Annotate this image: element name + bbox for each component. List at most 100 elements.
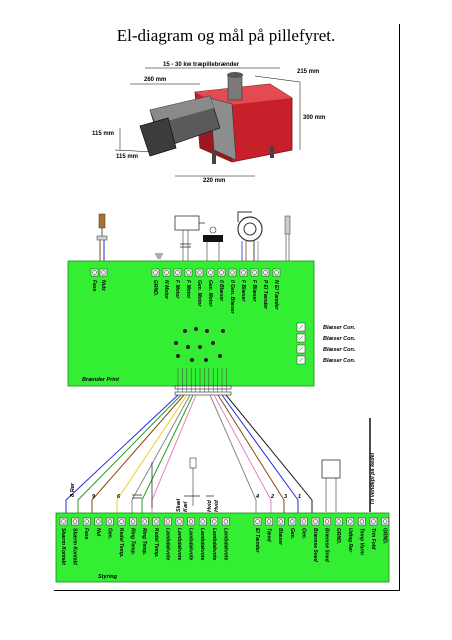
bottom-terminal-label-1: Skærm Kontakt [72, 528, 78, 565]
bottom-terminal-8 [152, 517, 161, 526]
bottom-terminal-label-20: Bræmse Sned [312, 528, 318, 563]
bottom-terminal-0 [59, 517, 68, 526]
igniter-icon [284, 215, 291, 235]
bottom-terminal-14 [222, 517, 230, 526]
blower-connector-2: Blæser Con. [296, 344, 356, 354]
bottom-board-label: Styring [98, 574, 118, 580]
top-terminal-label-4: Gen. Motor [196, 280, 202, 307]
top-terminal-6 [217, 268, 226, 277]
burner-illustration: 15 - 30 kw træpillebrænder 260 mm 215 mm… [92, 62, 325, 184]
dim-215: 215 mm [297, 69, 319, 75]
bottom-terminal-19 [300, 517, 308, 526]
top-terminal-label-7: 0 Gen. Blæser [229, 280, 235, 315]
bottom-terminal-label-26: GRND. [382, 528, 388, 544]
bottom-terminal-label-7: Ring Temp. [141, 528, 147, 555]
bottom-terminal-label-23: Udtag Rør [347, 528, 353, 553]
relay-icon [203, 235, 223, 242]
dim-220: 220 mm [203, 178, 225, 184]
bottom-terminal-11 [187, 517, 195, 526]
top-board-label: Brænder Print [82, 377, 120, 383]
dim-115-b: 115 mm [116, 154, 138, 160]
number-4: 4 [255, 494, 259, 500]
bottom-terminal-21 [323, 517, 331, 526]
bottom-terminal-label-5: Kedel Temp. [118, 528, 124, 558]
burner-top-label: 15 - 30 kw træpillebrænder [163, 62, 240, 68]
top-terminal-left-1 [99, 268, 108, 277]
capacitor-icon [132, 494, 142, 499]
top-terminal-label-5: Gen. Motor [207, 280, 213, 307]
wire-5 [141, 394, 194, 516]
wire-7 [209, 394, 257, 516]
bottom-terminal-label-22: GRND. [335, 528, 341, 544]
number-6: 6 [117, 494, 121, 500]
bottom-terminal-label-2: Fase [83, 528, 89, 540]
top-terminal-label-3: F Motor [185, 280, 191, 299]
top-terminal-label-10: P El Tænder [262, 280, 268, 310]
bottom-terminal-12 [198, 517, 207, 526]
thermostat-icon [98, 213, 106, 229]
wire-2 [91, 394, 185, 516]
bottom-terminal-label-6: Ring Temp. [130, 528, 136, 555]
bottom-terminal-7 [140, 517, 149, 526]
top-terminal-2 [173, 268, 182, 277]
fan-icon [237, 211, 263, 262]
number-2: 2 [270, 494, 274, 500]
bottom-terminal-label-13: Lambdakvote [211, 528, 217, 560]
bottom-terminal-label-12: Lambdakvote [199, 528, 205, 560]
blower-connector-label-1: Blæser Con. [323, 336, 356, 342]
bottom-terminal-label-10: Lambdakvote [176, 528, 182, 560]
bottom-terminal-13 [210, 517, 219, 526]
bottom-terminal-label-16: Tænd [266, 528, 272, 543]
top-terminal-left-0 [90, 268, 99, 277]
bottom-terminal-label-14: Lambdakvote [222, 528, 228, 560]
top-terminal-label-6: 0 Blæser [218, 280, 224, 302]
bottom-terminal-label-0: Skærm Kontakt [60, 528, 66, 565]
small-label-1: Kæl [183, 501, 189, 512]
top-terminal-11 [272, 268, 281, 277]
bottom-terminal-label-4: Gen. [106, 528, 112, 539]
bottom-terminal-2 [82, 517, 91, 526]
number-9: 9 [92, 494, 96, 500]
top-terminal-1 [162, 268, 171, 277]
bottom-terminal-label-15: El Tænder [254, 528, 260, 554]
bottom-terminal-1 [71, 517, 79, 526]
bottom-terminal-label-18: Gen. [289, 528, 295, 539]
bottom-terminal-label-21: Bræmse Sned [324, 528, 330, 563]
bottom-terminal-18 [288, 517, 297, 526]
small-label-3: Hvid [214, 499, 220, 512]
bottom-terminal-label-11: Lambdakvote [188, 528, 194, 560]
blower-connector-label-0: Blæser Con. [323, 325, 356, 331]
bottom-terminal-label-8: Kedel Temp. [153, 528, 159, 558]
wire-9 [217, 394, 285, 516]
bottom-terminal-17 [276, 517, 285, 526]
bottom-terminal-9 [164, 517, 172, 526]
number-3: 3 [284, 494, 287, 500]
small-label-2: Hvid [207, 499, 213, 512]
top-terminal-10 [261, 268, 270, 277]
bottom-terminal-24 [358, 517, 366, 526]
number-8: 8 Rør [70, 482, 76, 497]
wire-3 [116, 394, 188, 516]
lambda-sensor-icon [189, 457, 197, 469]
bottom-terminal-15 [253, 517, 262, 526]
wire-10 [221, 394, 299, 516]
ground-icon [155, 253, 163, 259]
page-border-bottom [54, 590, 400, 591]
cable-bundle [65, 368, 313, 516]
wire-0 [65, 394, 179, 516]
bottom-terminal-26 [381, 517, 389, 526]
sensor-block-icon [321, 459, 341, 479]
blower-connector-1: Blæser Con. [296, 333, 356, 343]
top-terminal-label-0: GRND. [152, 280, 158, 296]
dim-260: 260 mm [144, 77, 166, 83]
blower-connector-label-3: Blæser Con. [323, 358, 356, 364]
wire-11 [225, 394, 313, 516]
bottom-terminal-label-17: Blæser [277, 528, 283, 546]
top-terminal-7 [228, 268, 237, 277]
blower-connector-label-2: Blæser Con. [323, 347, 356, 353]
bottom-terminal-4 [106, 517, 114, 526]
page-border-right [399, 24, 400, 590]
plug-group [174, 327, 225, 362]
